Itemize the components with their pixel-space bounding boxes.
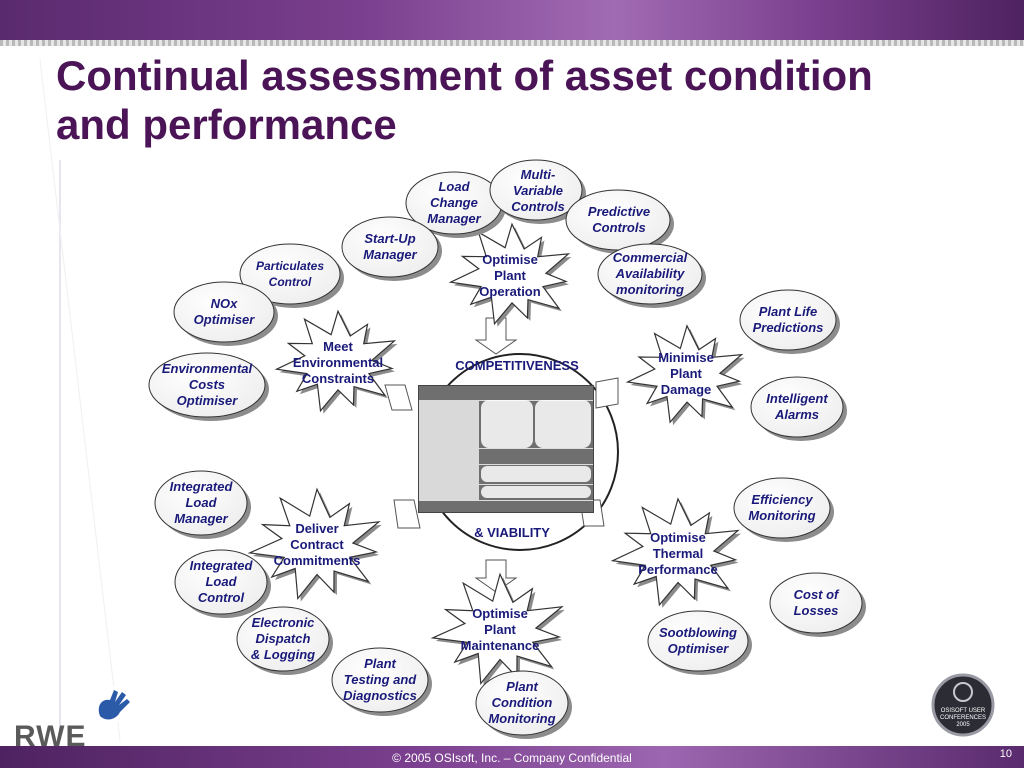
competitiveness-label: COMPETITIVENESS	[455, 358, 579, 373]
oval-shape-plant-condition	[475, 670, 569, 736]
star-shape-thermal	[610, 497, 740, 607]
oval-shape-commercial	[597, 243, 703, 305]
arrow-right-upper	[595, 377, 619, 409]
slide-title: Continual assessment of asset condition …	[56, 52, 986, 149]
rwe-hand-icon	[90, 686, 140, 722]
viability-label: & VIABILITY	[474, 525, 550, 540]
oval-shape-integrated-load-manager	[154, 470, 248, 536]
osi-line-1: OSISOFT USER	[941, 708, 986, 714]
oval-shape-environmental-costs	[148, 352, 266, 418]
arrow-left-lower	[393, 499, 421, 529]
footer-copyright: © 2005 OSIsoft, Inc. – Company Confident…	[392, 751, 632, 765]
oval-shape-nox	[173, 281, 275, 343]
star-shape-maintenance	[430, 572, 564, 686]
arrow-top	[474, 317, 518, 355]
oval-shape-integrated-load-control	[174, 549, 268, 615]
star-shape-operation	[448, 222, 571, 326]
osisoft-conference-logo: OSISOFT USER CONFERENCES 2005	[931, 673, 995, 737]
oval-shape-start-up	[341, 216, 439, 278]
oval-shape-plant-life	[739, 289, 837, 351]
page-number: 10	[999, 748, 1012, 760]
osi-line-2: CONFERENCES	[940, 715, 986, 721]
star-shape-environmental	[274, 309, 397, 413]
footer-band	[0, 746, 1024, 768]
oval-shape-cost-of-losses	[769, 572, 863, 634]
title-line-1: Continual assessment of asset condition	[56, 52, 873, 99]
competitiveness-matrix	[418, 385, 594, 513]
oval-shape-plant-testing	[331, 647, 429, 713]
oval-shape-intelligent-alarms	[750, 376, 844, 438]
oval-shape-efficiency	[733, 477, 831, 539]
star-shape-damage	[625, 324, 744, 424]
arrow-left-upper	[384, 384, 413, 411]
oval-shape-sootblowing	[647, 610, 749, 672]
title-line-2: and performance	[56, 100, 397, 148]
header-stripe	[0, 40, 1024, 46]
oval-shape-multi-variable	[489, 159, 583, 221]
oval-shape-electronic-dispatch	[236, 606, 330, 672]
star-shape-contract	[247, 487, 381, 601]
osi-line-3: 2005	[956, 722, 970, 728]
oval-shape-particulates	[239, 243, 341, 305]
header-band	[0, 0, 1024, 40]
